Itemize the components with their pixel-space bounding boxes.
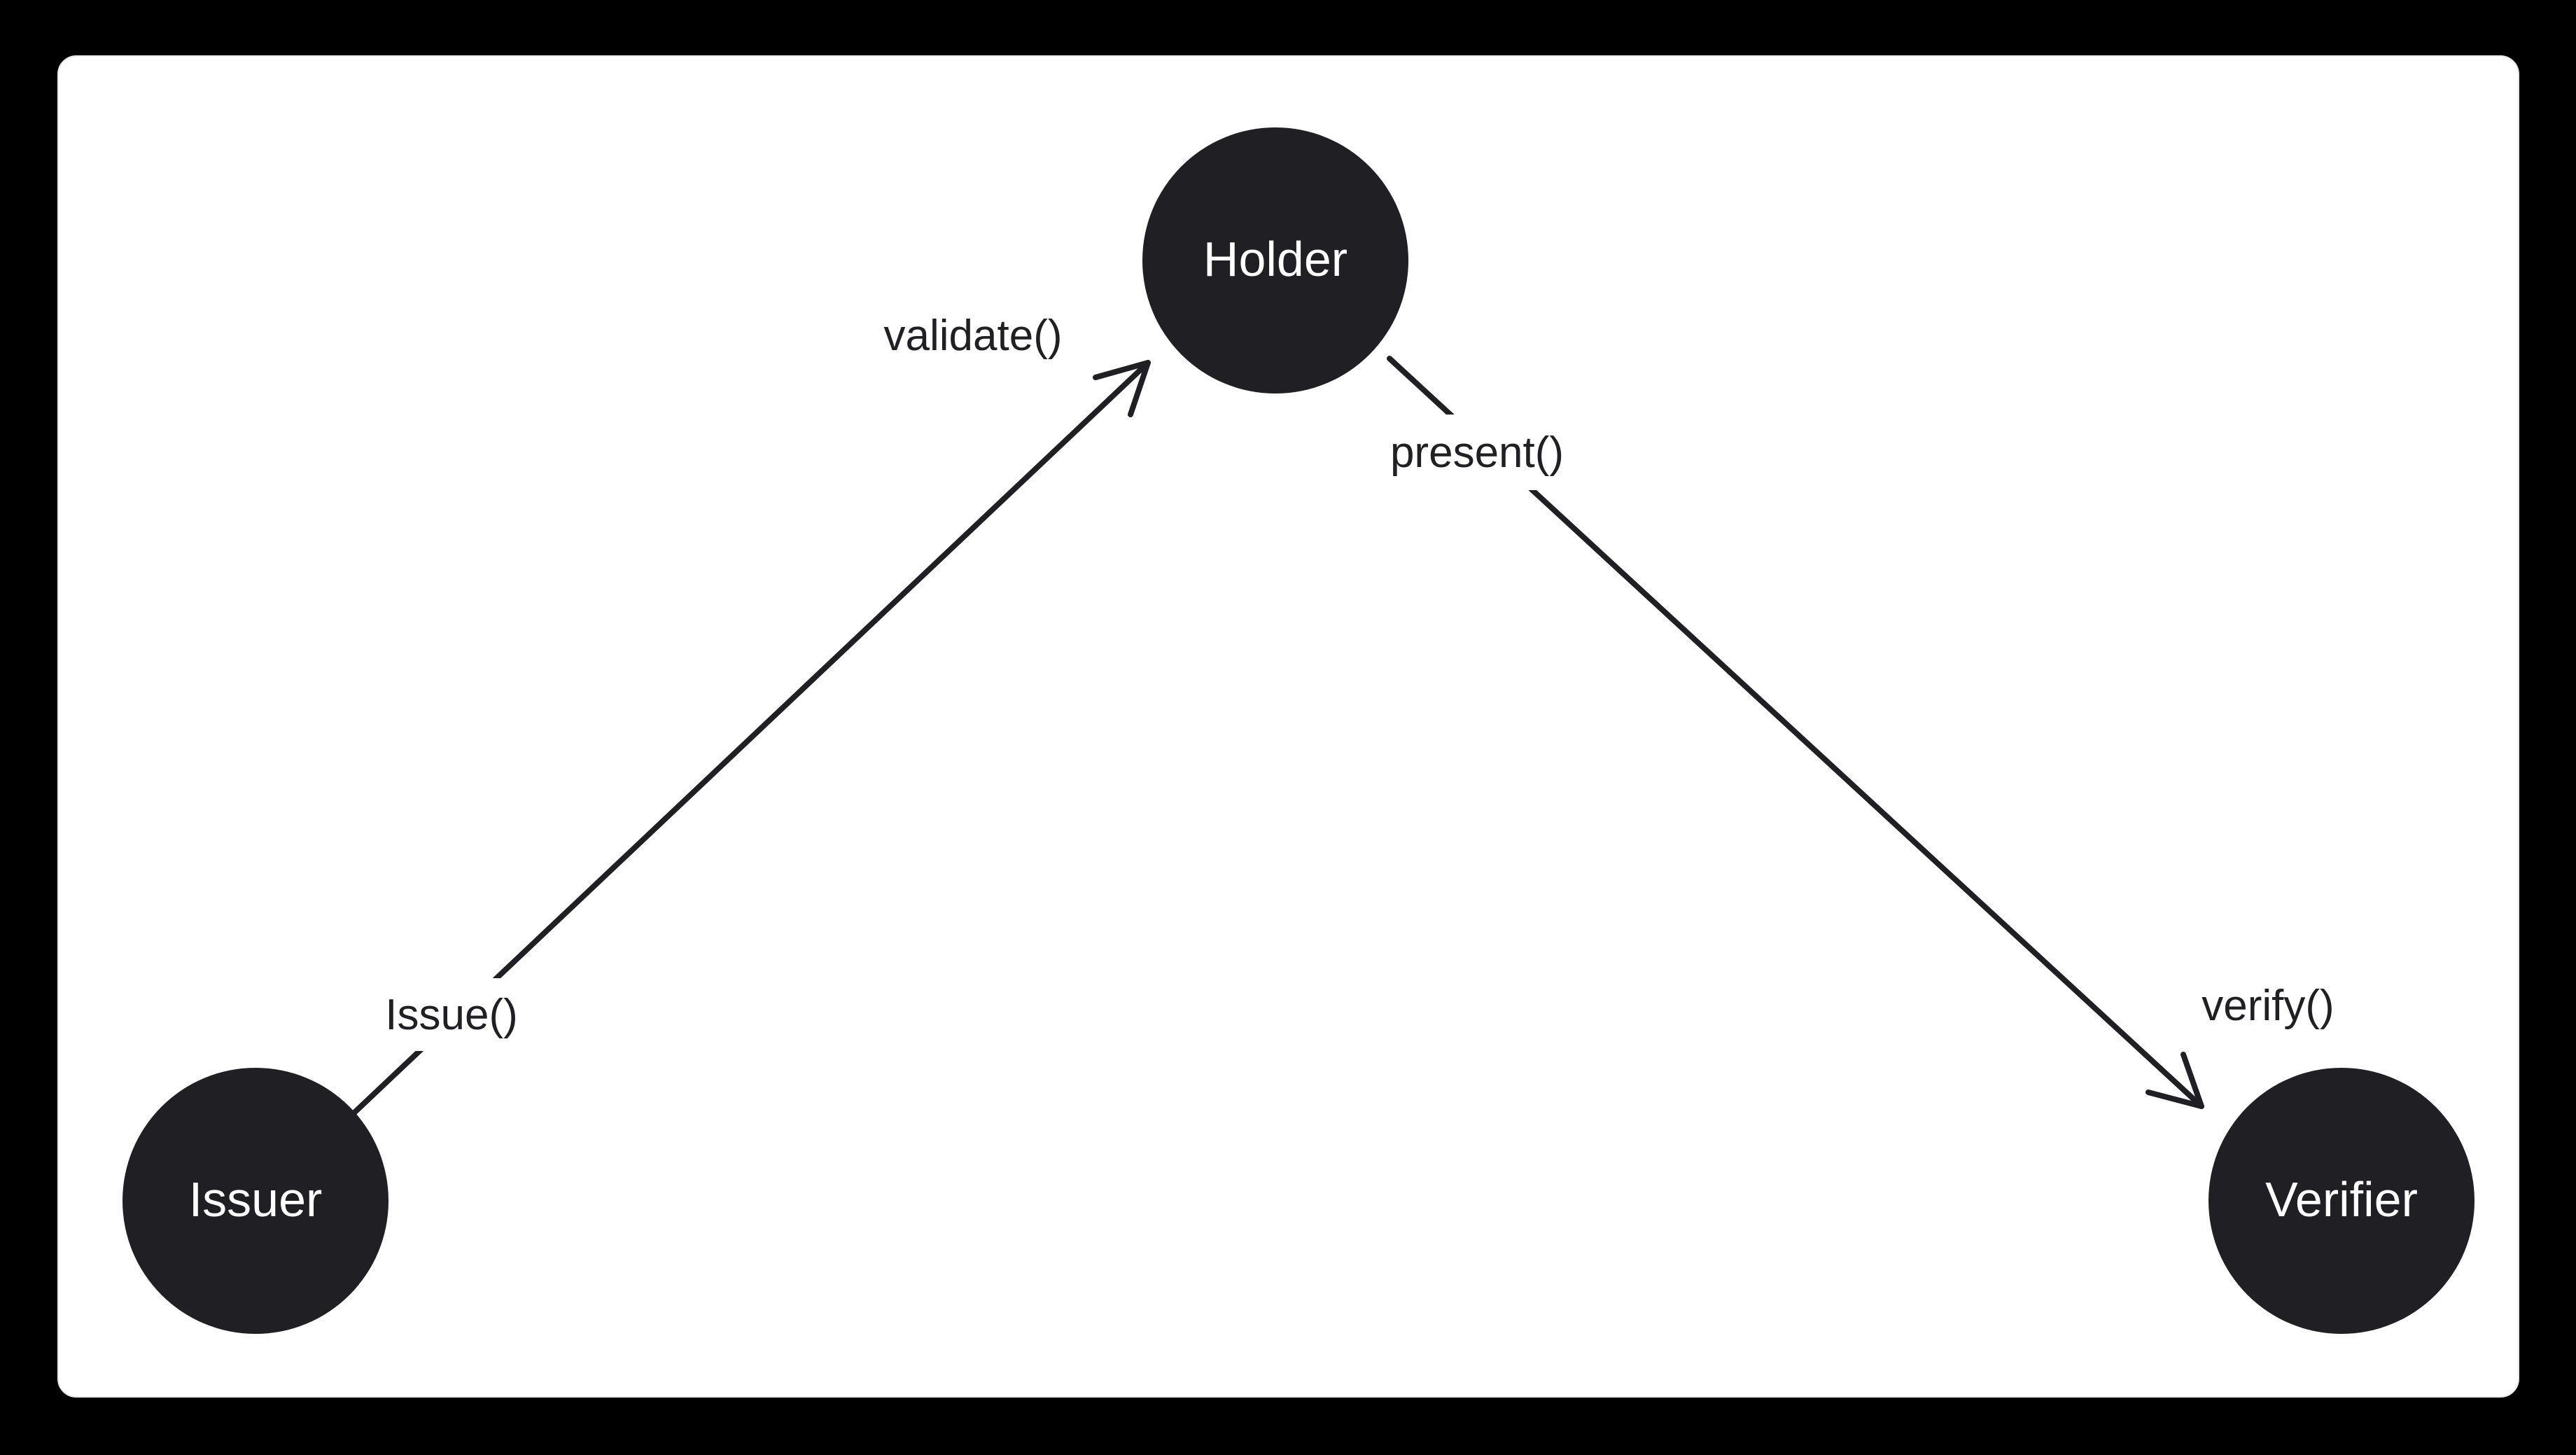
node-holder: Holder — [1142, 127, 1408, 394]
issuer-circle — [122, 1068, 388, 1334]
verifier-node-label: Verifier — [2265, 1172, 2418, 1227]
diagram-card — [57, 55, 2519, 1398]
issuer-node-label: Issuer — [189, 1172, 323, 1227]
node-issuer: Issuer — [122, 1068, 388, 1334]
issue-arrowhead-icon — [1093, 360, 1151, 417]
issue-edge-label: Issue() — [385, 991, 517, 1039]
present-edge-label: present() — [1390, 429, 1564, 477]
node-verifier: Verifier — [2208, 1068, 2474, 1334]
verify-annotation: verify() — [2202, 982, 2334, 1030]
arrow-holder-to-verifier: present() — [1372, 356, 2204, 1109]
validate-annotation: validate() — [884, 312, 1063, 360]
present-arrowhead-icon — [2146, 1052, 2204, 1109]
issue-label-background — [357, 978, 546, 1051]
verifier-circle — [2208, 1068, 2474, 1334]
present-label-background — [1372, 415, 1582, 490]
arrow-issuer-to-holder: Issue() — [350, 360, 1151, 1117]
holder-circle — [1142, 127, 1408, 394]
holder-node-label: Holder — [1203, 232, 1348, 286]
